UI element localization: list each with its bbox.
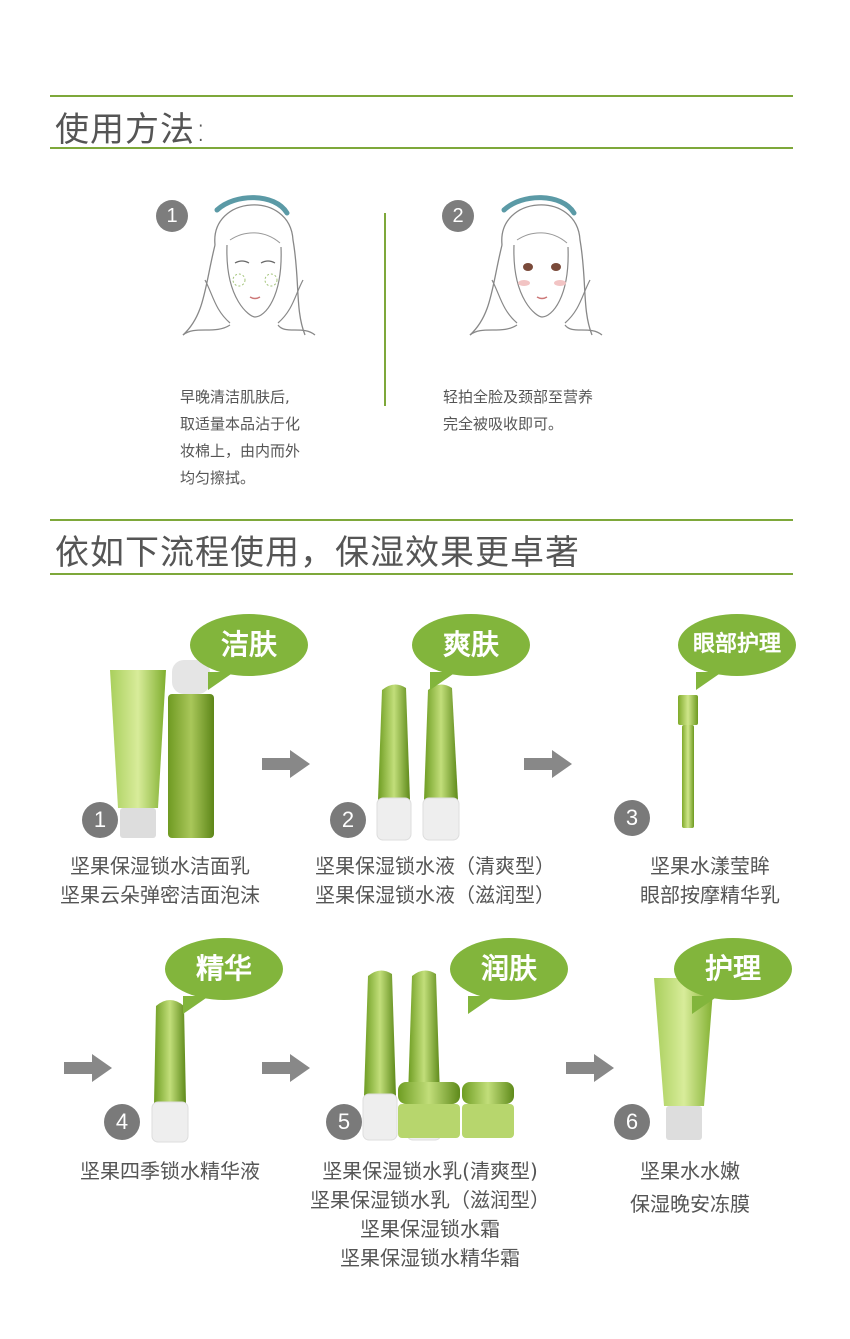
usage-step-1-line: 妆棉上，由内而外 [180,442,301,460]
face-cleansing-illustration-icon [182,195,316,336]
usage-step-1-line: 均匀擦拭。 [180,469,256,487]
process-step-3-badge: 眼部护理 [678,614,796,690]
product-name: 坚果水漾莹眸 [650,854,770,878]
product-name: 坚果保湿锁水乳(清爽型) [322,1159,538,1183]
usage-step-2-line: 完全被吸收即可。 [443,415,564,433]
process-step-4-badge: 精华 [165,938,283,1014]
usage-step-2-text: 轻拍全脸及颈部至营养 完全被吸收即可。 [443,384,593,438]
product-name: 坚果保湿锁水乳（滋润型） [310,1188,550,1212]
serum-bottle-product [151,1000,189,1143]
face-patting-illustration-icon [469,195,603,336]
product-name: 坚果保湿锁水霜 [360,1217,500,1241]
product-name: 保湿晚安冻膜 [630,1192,750,1216]
arrow-right-icon [524,750,572,778]
foam-can-product [168,660,214,838]
process-step-6-label: 坚果水水嫩 保湿晚安冻膜 [595,1157,785,1219]
process-step-4-number: 4 [104,1104,140,1140]
product-name: 坚果保湿锁水液（滋润型） [315,883,555,907]
usage-step-2-line: 轻拍全脸及颈部至营养 [443,388,594,406]
process-step-6-number: 6 [614,1104,650,1140]
usage-divider [384,213,386,406]
product-name: 坚果水水嫩 [640,1159,740,1183]
usage-step-1-text: 早晚清洁肌肤后, 取适量本品沾于化 妆棉上，由内而外 均匀擦拭。 [180,384,300,492]
process-step-4-label: 坚果四季锁水精华液 [50,1157,290,1186]
arrow-right-icon [566,1054,614,1082]
process-step-1-badge: 洁肤 [190,614,308,690]
toner-bottles-product [376,684,460,841]
product-name: 坚果保湿锁水洁面乳 [70,854,250,878]
eye-cream-product [678,695,698,828]
arrow-right-icon [262,750,310,778]
product-name: 坚果四季锁水精华液 [80,1159,260,1183]
process-step-5-badge: 润肤 [450,938,568,1014]
usage-step-1-line: 取适量本品沾于化 [180,415,301,433]
product-name: 坚果保湿锁水液（清爽型） [315,854,555,878]
process-step-3-label: 坚果水漾莹眸 眼部按摩精华乳 [605,852,815,910]
cleanser-tube-product [110,670,166,838]
process-step-2-badge: 爽肤 [412,614,530,690]
process-title: 依如下流程使用，保湿效果更卓著 [55,533,580,573]
usage-bottom-rule [50,147,793,149]
process-step-5-number: 5 [326,1104,362,1140]
product-name: 坚果保湿锁水精华霜 [340,1246,520,1270]
process-top-rule [50,519,793,521]
process-step-2-number: 2 [330,802,366,838]
usage-step-1-line: 早晚清洁肌肤后, [180,388,290,406]
arrow-right-icon [262,1054,310,1082]
product-name: 坚果云朵弹密洁面泡沫 [60,883,260,907]
product-name: 眼部按摩精华乳 [640,883,780,907]
usage-step-1-number: 1 [156,200,188,232]
process-step-1-number: 1 [82,802,118,838]
process-step-2-label: 坚果保湿锁水液（清爽型） 坚果保湿锁水液（滋润型） [290,852,580,910]
process-step-5-label: 坚果保湿锁水乳(清爽型) 坚果保湿锁水乳（滋润型） 坚果保湿锁水霜 坚果保湿锁水… [280,1157,580,1273]
usage-title: 使用方法: [55,110,208,150]
process-step-1-label: 坚果保湿锁水洁面乳 坚果云朵弹密洁面泡沫 [40,852,280,910]
usage-top-rule [50,95,793,97]
emulsion-cream-set-product [362,970,514,1141]
process-step-3-number: 3 [614,800,650,836]
usage-step-2-number: 2 [442,200,474,232]
process-bottom-rule [50,573,793,575]
arrow-right-icon [64,1054,112,1082]
process-step-6-badge: 护理 [674,938,792,1014]
